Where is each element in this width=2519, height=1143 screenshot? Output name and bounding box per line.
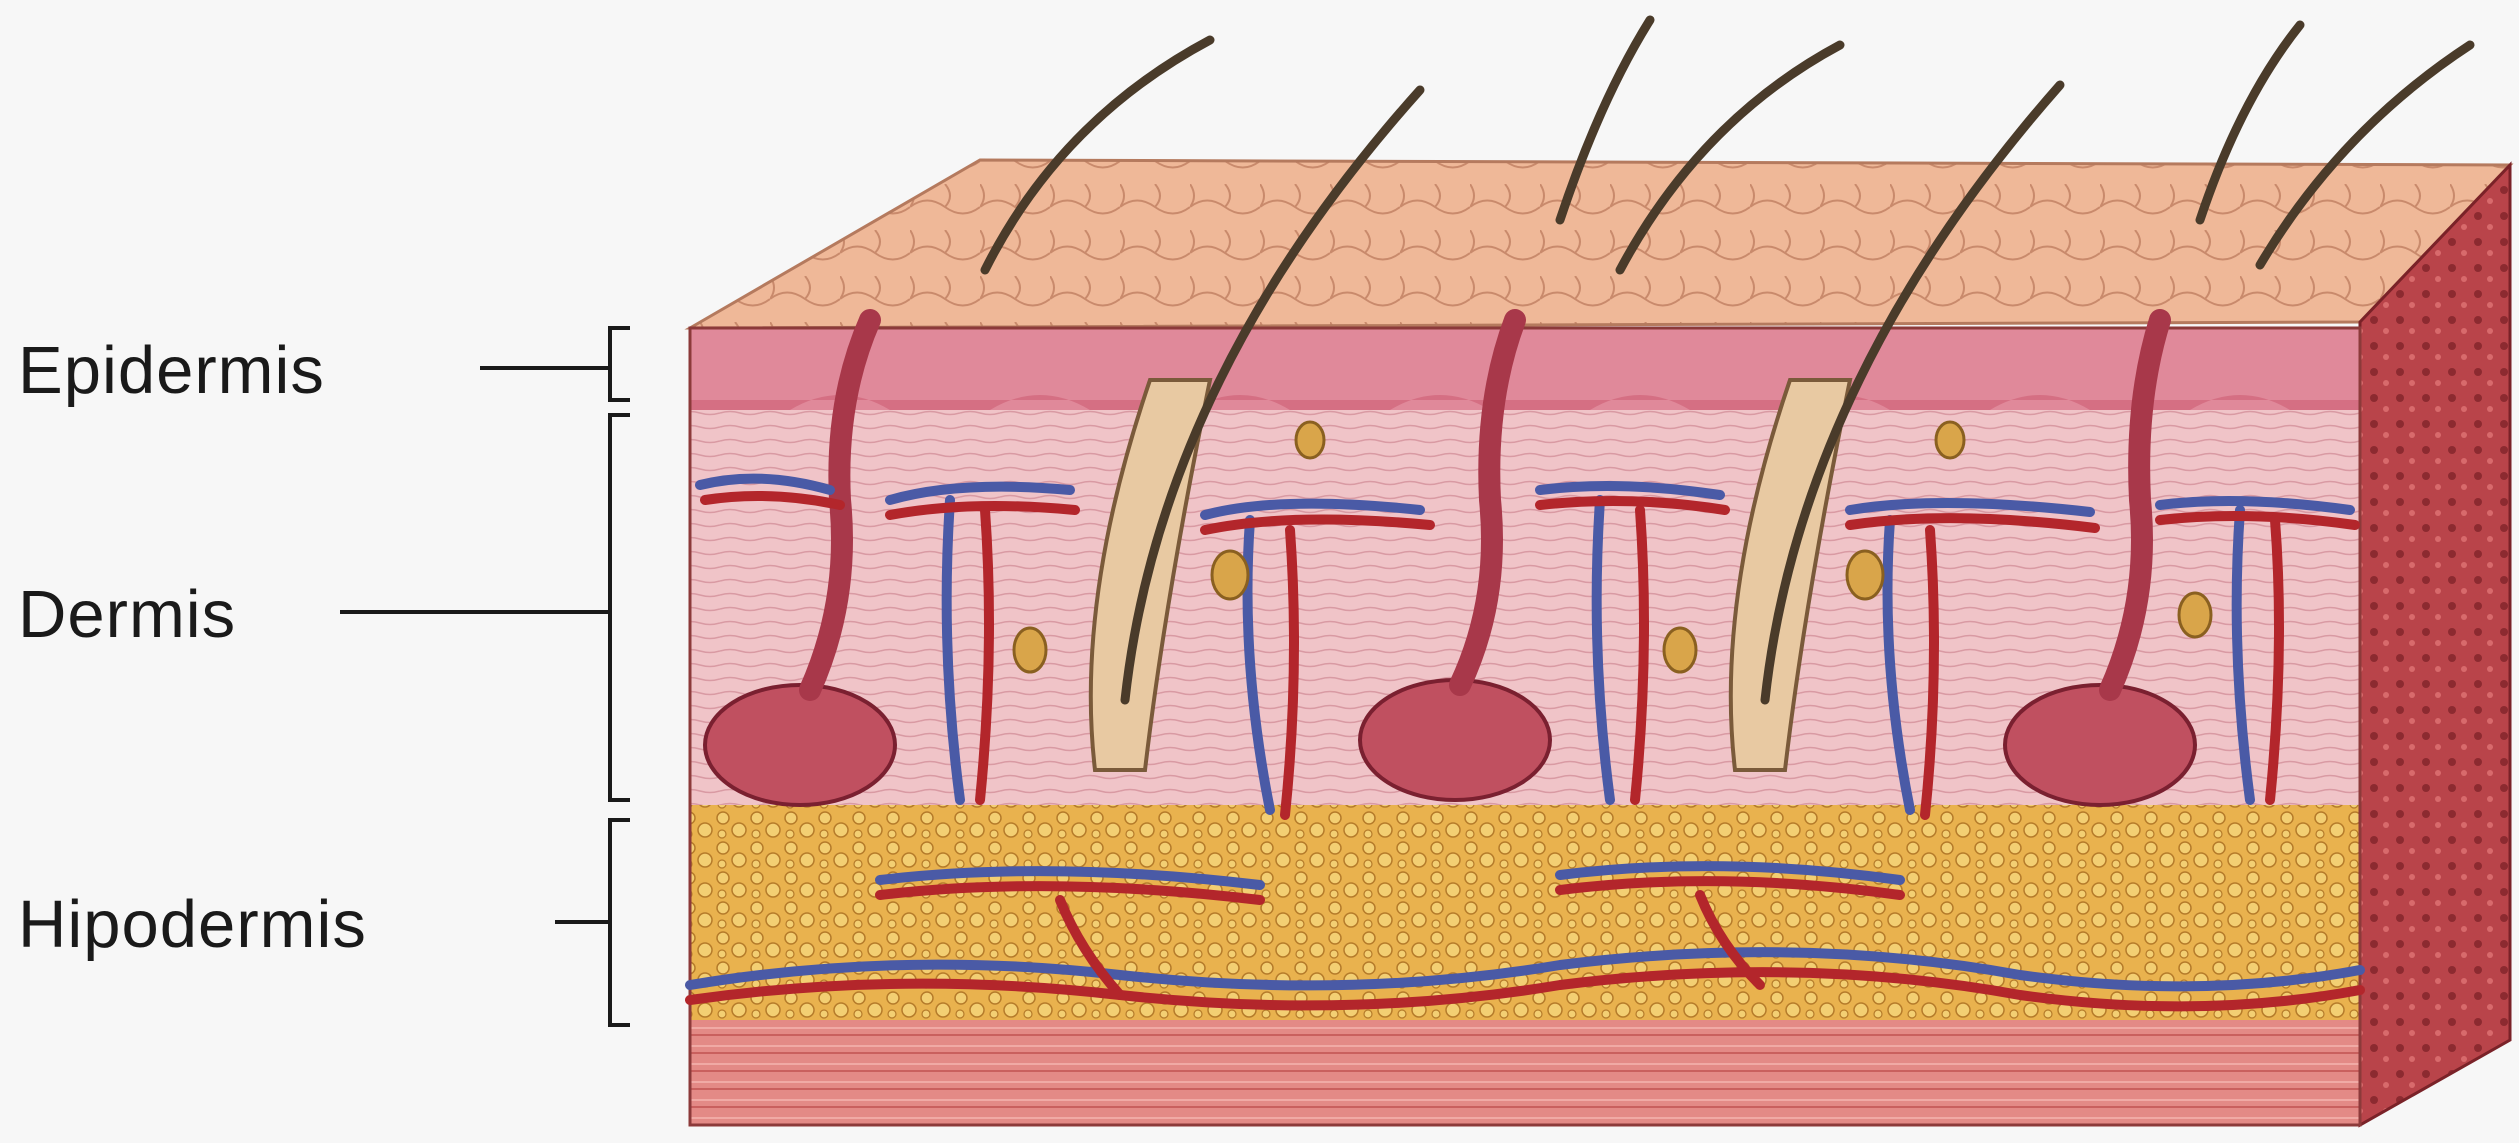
epidermis-label: Epidermis xyxy=(18,333,325,408)
muscle-layer xyxy=(690,1020,2360,1125)
sweat-gland xyxy=(1360,680,1550,800)
label-brackets xyxy=(340,328,630,1025)
epidermis-bracket xyxy=(610,328,630,400)
hypodermis-bracket xyxy=(610,820,630,1025)
sweat-gland xyxy=(705,685,895,805)
dermis-label: Dermis xyxy=(18,577,236,652)
hypodermis-label: Hipodermis xyxy=(18,887,367,962)
sweat-gland xyxy=(2005,685,2195,805)
epidermis-layer xyxy=(690,328,2360,410)
skin-surface xyxy=(690,160,2510,328)
dermis-bracket xyxy=(610,415,630,800)
side-face xyxy=(2360,165,2510,1125)
